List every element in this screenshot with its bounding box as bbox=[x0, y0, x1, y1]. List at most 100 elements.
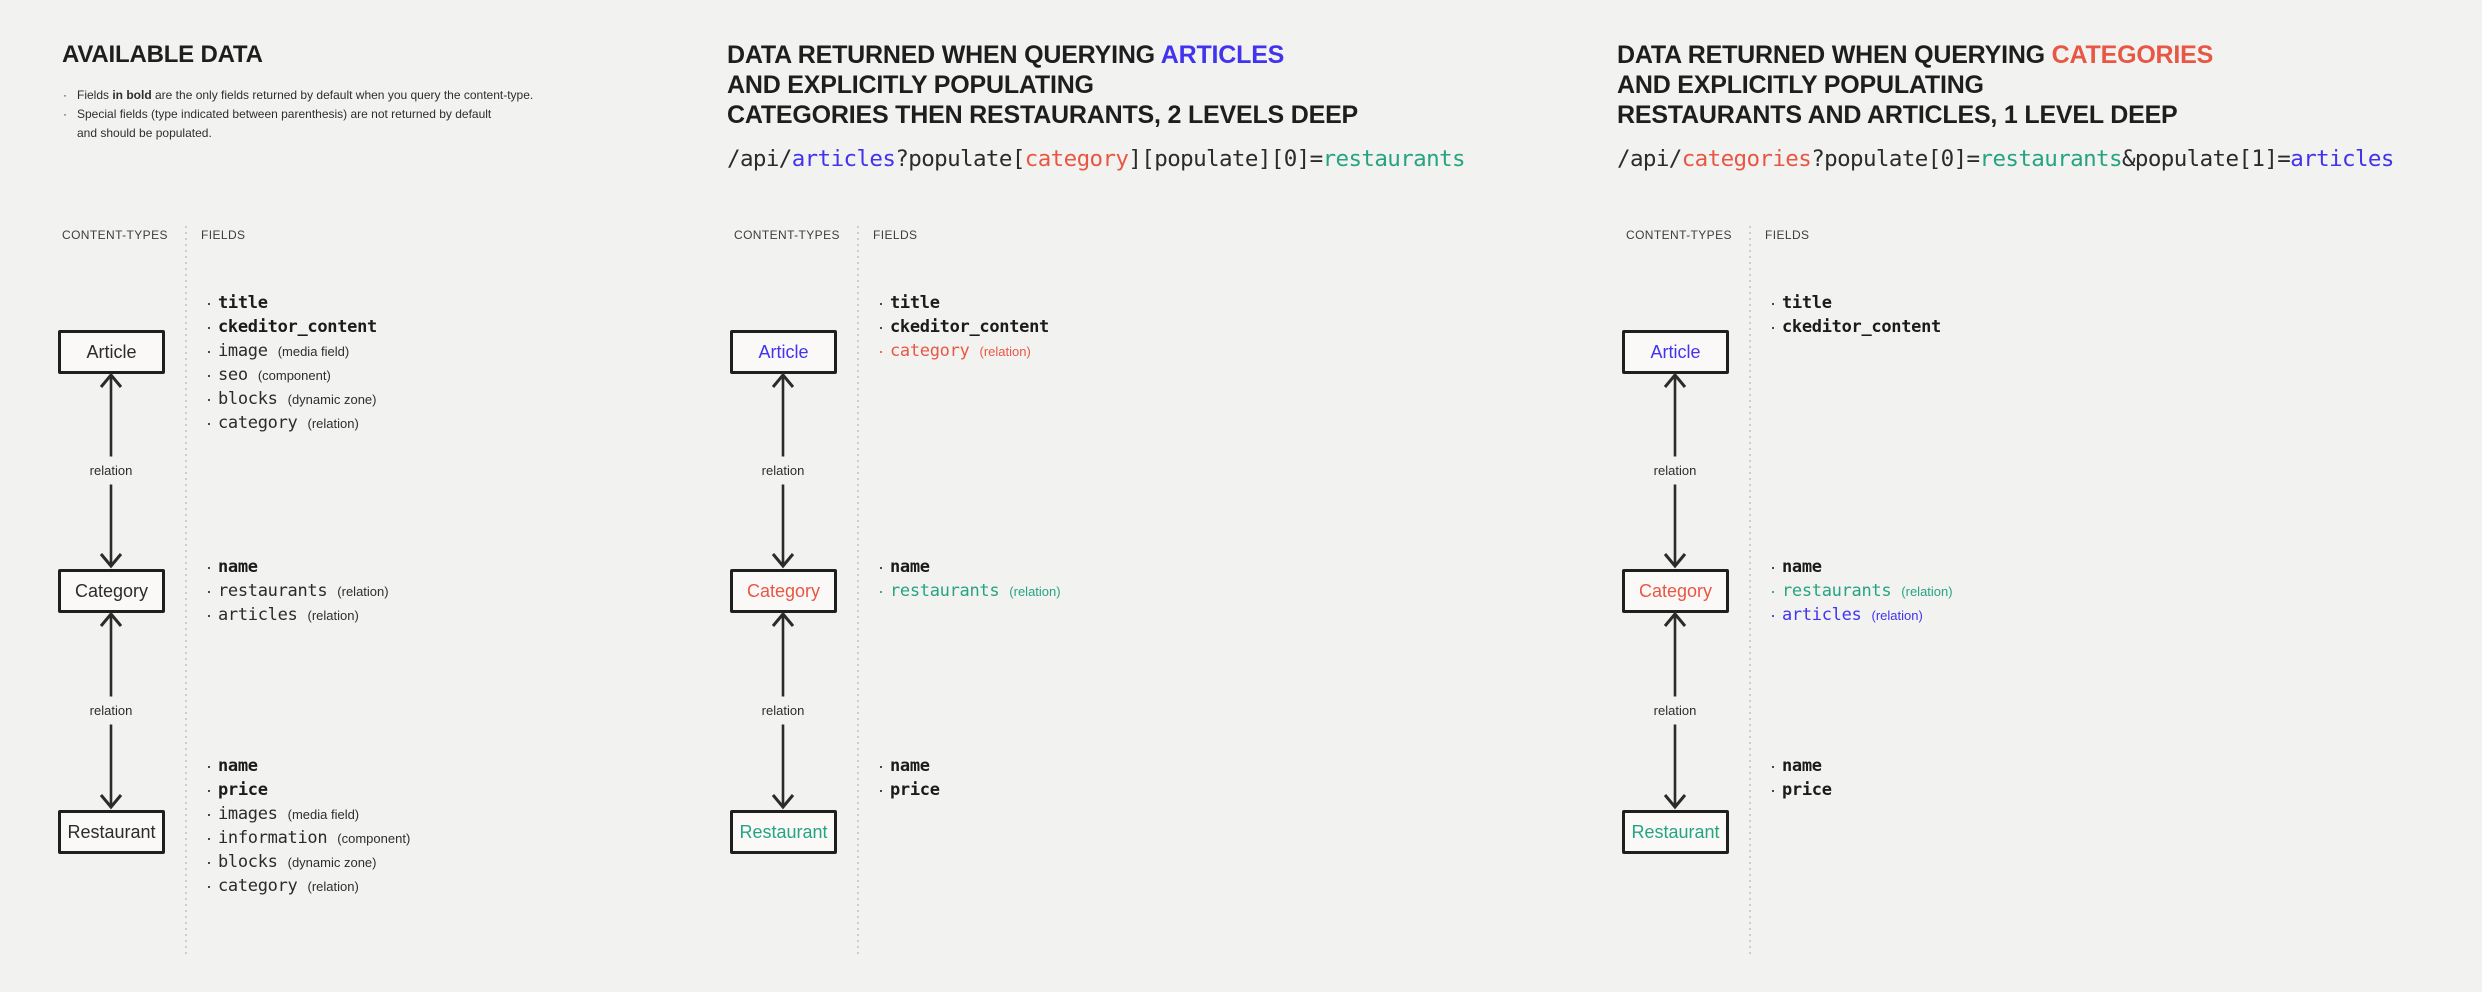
bullet-icon: · bbox=[63, 88, 67, 102]
query-segment: restaurants bbox=[1979, 146, 2123, 172]
field-item: · name bbox=[878, 754, 940, 778]
field-name: title bbox=[1782, 293, 1832, 313]
fields-column-header: FIELDS bbox=[201, 228, 246, 242]
field-type: (media field) bbox=[287, 806, 360, 822]
field-type: (dynamic zone) bbox=[287, 391, 377, 407]
bullet-icon: · bbox=[206, 804, 212, 824]
field-name: ckeditor_content bbox=[218, 317, 377, 337]
query-segment: &populate[1]= bbox=[2121, 146, 2291, 172]
content-types-column-header: CONTENT-TYPES bbox=[1626, 228, 1732, 242]
note-segment: are the only fields returned by default … bbox=[151, 88, 534, 102]
query-segment: /api/ bbox=[727, 146, 792, 172]
field-item: · title bbox=[1770, 291, 1941, 315]
relation-arrow-line bbox=[1663, 611, 1687, 810]
query-segment: /api/ bbox=[1617, 146, 1682, 172]
field-type: (media field) bbox=[277, 343, 350, 359]
bullet-icon: · bbox=[1770, 581, 1776, 601]
field-type: (component) bbox=[337, 830, 411, 846]
relation-arrow-line bbox=[99, 611, 123, 810]
field-type: (relation) bbox=[337, 583, 389, 599]
relation-arrow-line bbox=[99, 372, 123, 569]
field-name: restaurants bbox=[1782, 581, 1892, 601]
title-text: DATA RETURNED WHEN QUERYING bbox=[1617, 41, 2052, 69]
bullet-icon: · bbox=[1770, 317, 1776, 337]
field-name: images bbox=[218, 804, 278, 824]
legend-notes: ·Fields in bold are the only fields retu… bbox=[63, 86, 533, 143]
relation-arrow: relation bbox=[1654, 372, 1696, 569]
bullet-icon: · bbox=[206, 876, 212, 896]
field-item: · seo (component) bbox=[206, 363, 377, 387]
field-name: category bbox=[218, 413, 298, 433]
panel-title-line: CATEGORIES THEN RESTAURANTS, 2 LEVELS DE… bbox=[727, 100, 1607, 130]
field-item: ·name bbox=[206, 555, 389, 579]
field-item: ·articles(relation) bbox=[1770, 603, 1953, 627]
query-segment: categories bbox=[1681, 146, 1812, 172]
column-divider bbox=[185, 226, 187, 958]
field-name: blocks bbox=[218, 389, 278, 409]
bullet-icon: · bbox=[206, 756, 212, 776]
field-item: · blocks (dynamic zone) bbox=[206, 387, 377, 411]
field-item: ·image(media field) bbox=[206, 339, 377, 363]
bullet-icon: · bbox=[206, 828, 212, 848]
query-segment: articles bbox=[2290, 146, 2394, 172]
bullet-icon: · bbox=[878, 581, 884, 601]
field-name: name bbox=[1782, 557, 1822, 577]
bullet-icon: · bbox=[206, 389, 212, 409]
query-segment: ][populate][0]= bbox=[1128, 146, 1323, 172]
title-highlight: ARTICLES bbox=[1160, 41, 1285, 69]
field-name: articles bbox=[218, 605, 298, 625]
query-segment: restaurants bbox=[1322, 146, 1466, 172]
field-name: image bbox=[218, 341, 268, 361]
field-item: ·restaurants(relation) bbox=[206, 579, 389, 603]
relation-label: relation bbox=[1653, 462, 1697, 478]
title-text: RESTAURANTS AND ARTICLES, 1 LEVEL DEEP bbox=[1617, 101, 2178, 129]
field-name: title bbox=[218, 293, 268, 313]
bullet-icon: · bbox=[1770, 293, 1776, 313]
field-type: (component) bbox=[257, 367, 331, 383]
field-list: ·name·restaurants(relation)·articles(rel… bbox=[1770, 555, 1953, 627]
field-list: ·title·ckeditor_content·category(relatio… bbox=[878, 291, 1049, 363]
field-name: name bbox=[890, 756, 930, 776]
bullet-icon: · bbox=[878, 756, 884, 776]
panel-title-line: RESTAURANTS AND ARTICLES, 1 LEVEL DEEP bbox=[1617, 100, 2479, 130]
title-text: AND EXPLICITLY POPULATING bbox=[727, 71, 1094, 99]
field-name: price bbox=[890, 780, 940, 800]
panel-available-data: AVAILABLE DATA ·Fields in bold are the o… bbox=[58, 40, 692, 958]
field-name: title bbox=[890, 293, 940, 313]
panel-title-line: DATA RETURNED WHEN QUERYING ARTICLES bbox=[727, 40, 1607, 70]
field-name: name bbox=[890, 557, 930, 577]
bullet-icon: · bbox=[206, 413, 212, 433]
relation-arrow: relation bbox=[762, 372, 804, 569]
column-divider bbox=[1749, 226, 1751, 958]
query-segment: category bbox=[1024, 146, 1129, 172]
bullet-icon: · bbox=[206, 557, 212, 577]
relation-arrow: relation bbox=[1654, 611, 1696, 810]
relation-label: relation bbox=[761, 462, 805, 478]
field-name: price bbox=[218, 780, 268, 800]
field-name: restaurants bbox=[890, 581, 1000, 601]
field-item: · images (media field) bbox=[206, 802, 410, 826]
relation-label: relation bbox=[89, 702, 133, 718]
bullet-icon: · bbox=[878, 317, 884, 337]
fields-column-header: FIELDS bbox=[873, 228, 918, 242]
bullet-icon: · bbox=[206, 365, 212, 385]
content-type-label: Article bbox=[758, 341, 809, 362]
bullet-icon: · bbox=[1770, 756, 1776, 776]
content-type-box-restaurant: Restaurant bbox=[730, 810, 837, 854]
title-highlight: CATEGORIES bbox=[2051, 41, 2214, 69]
field-item: ·ckeditor_content bbox=[206, 315, 377, 339]
query-segment: ?populate[ bbox=[895, 146, 1025, 172]
field-name: seo bbox=[218, 365, 248, 385]
field-list: ·name·price bbox=[1770, 754, 1832, 802]
field-item: ·price bbox=[1770, 778, 1832, 802]
content-type-label: Restaurant bbox=[739, 821, 828, 842]
field-item: ·ckeditor_content bbox=[878, 315, 1049, 339]
content-type-label: Category bbox=[1638, 580, 1713, 601]
field-name: restaurants bbox=[218, 581, 328, 601]
